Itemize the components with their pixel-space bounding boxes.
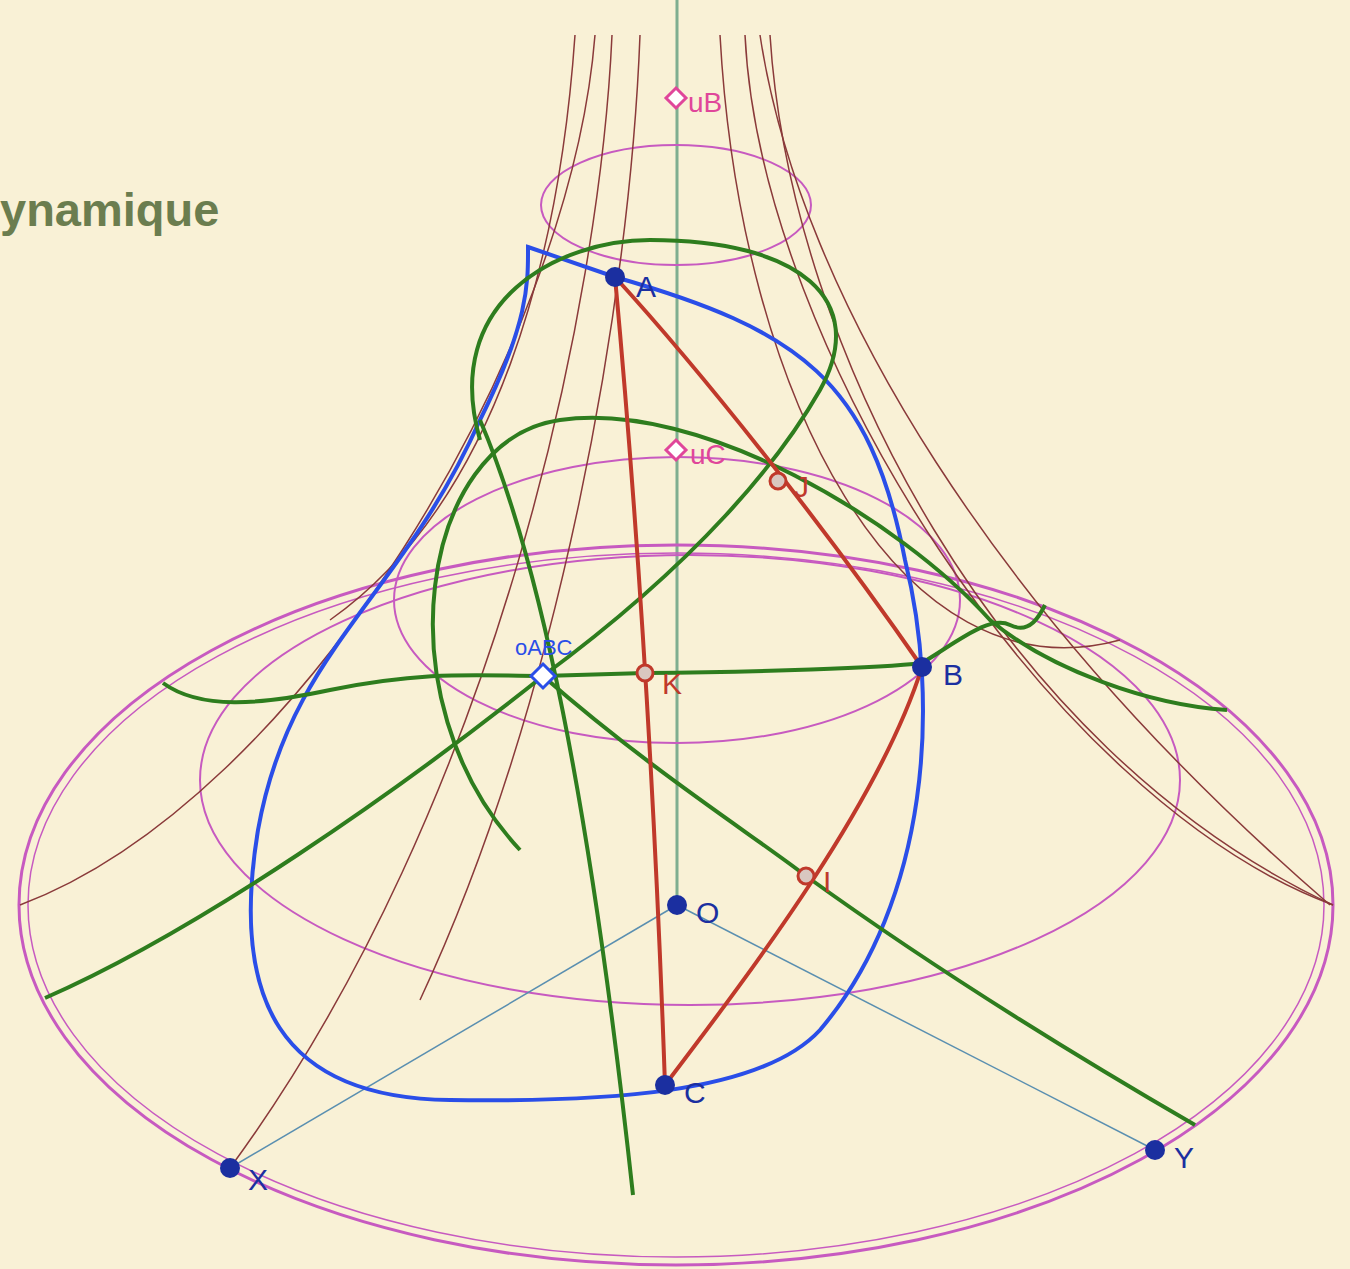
point-label: B <box>943 660 963 690</box>
point-label: X <box>248 1165 268 1195</box>
point-label: uB <box>688 89 722 117</box>
point-label: A <box>636 272 656 302</box>
constructed-points <box>637 473 814 884</box>
point-label: oABC <box>515 637 572 659</box>
parallel-circles <box>19 145 1333 1265</box>
point-label: C <box>684 1078 706 1108</box>
diamond-markers <box>531 88 686 688</box>
triangle <box>615 277 922 1085</box>
points <box>220 267 1165 1178</box>
heading: ynamique <box>0 182 219 237</box>
point-label: Y <box>1174 1143 1194 1173</box>
point-label: uC <box>690 441 726 469</box>
point-label: J <box>794 472 809 502</box>
point-label: O <box>696 898 719 928</box>
geodesics <box>45 240 1227 1195</box>
point-label: K <box>662 669 682 699</box>
point-label: I <box>823 867 831 897</box>
radius-lines <box>230 905 1155 1168</box>
